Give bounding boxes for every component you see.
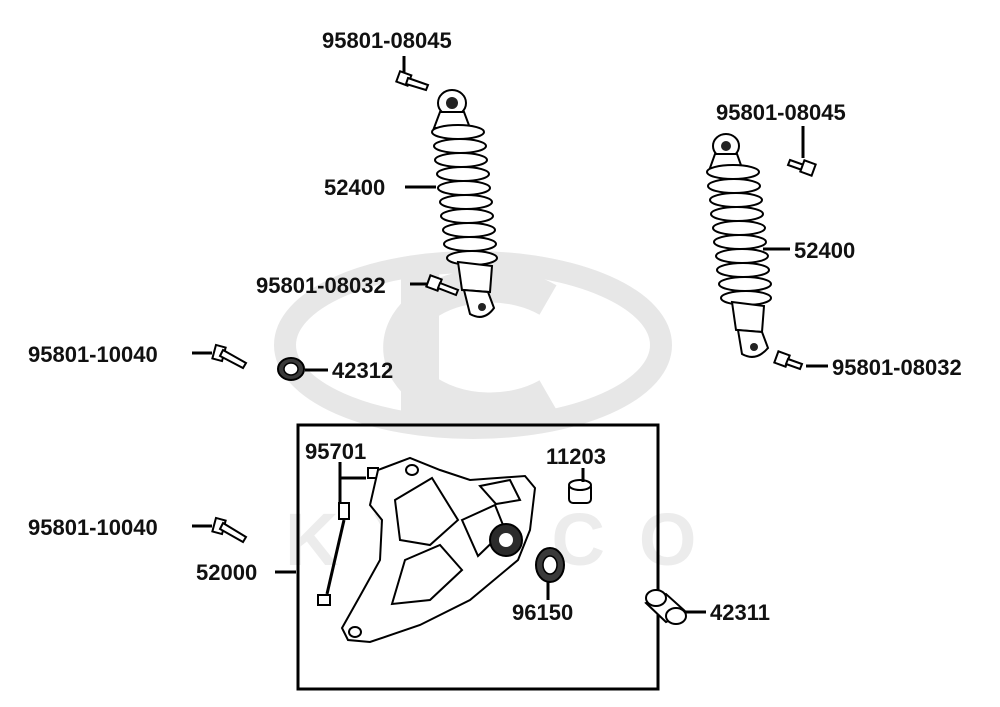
swing-arm-group-box xyxy=(296,423,660,691)
long-bolt-lower xyxy=(211,516,248,544)
shock-absorber-right xyxy=(706,133,772,358)
label-shock-right: 52400 xyxy=(794,238,855,263)
label-bolt-right-bottom: 95801-08032 xyxy=(832,355,962,380)
collar xyxy=(568,479,592,504)
shock-absorber-left xyxy=(431,89,498,318)
label-bolt-left-top: 95801-08045 xyxy=(322,28,452,53)
label-bushing-upper: 42312 xyxy=(332,358,393,383)
label-swing-arm: 52000 xyxy=(196,560,257,585)
label-pin: 95701 xyxy=(305,439,366,464)
bearing xyxy=(535,547,565,583)
bushing-lower xyxy=(644,589,688,625)
swing-arm xyxy=(340,456,537,644)
label-bushing-lower: 42311 xyxy=(710,600,770,625)
bushing-upper xyxy=(277,357,305,381)
long-bolt-upper xyxy=(211,343,248,370)
label-long-bolt-lower: 95801-10040 xyxy=(28,515,158,540)
label-bolt-right-top: 95801-08045 xyxy=(716,100,846,125)
bolt-right-bottom xyxy=(773,350,804,371)
label-collar: 11203 xyxy=(546,444,606,469)
bolt-left-top xyxy=(395,69,430,92)
label-bearing: 96150 xyxy=(512,600,573,625)
bolt-right-top xyxy=(786,158,817,177)
label-long-bolt-upper: 95801-10040 xyxy=(28,342,158,367)
leader-lines xyxy=(192,56,828,614)
bolt-left-bottom xyxy=(425,274,460,297)
label-bolt-left-bottom: 95801-08032 xyxy=(256,273,386,298)
label-shock-left: 52400 xyxy=(324,175,385,200)
